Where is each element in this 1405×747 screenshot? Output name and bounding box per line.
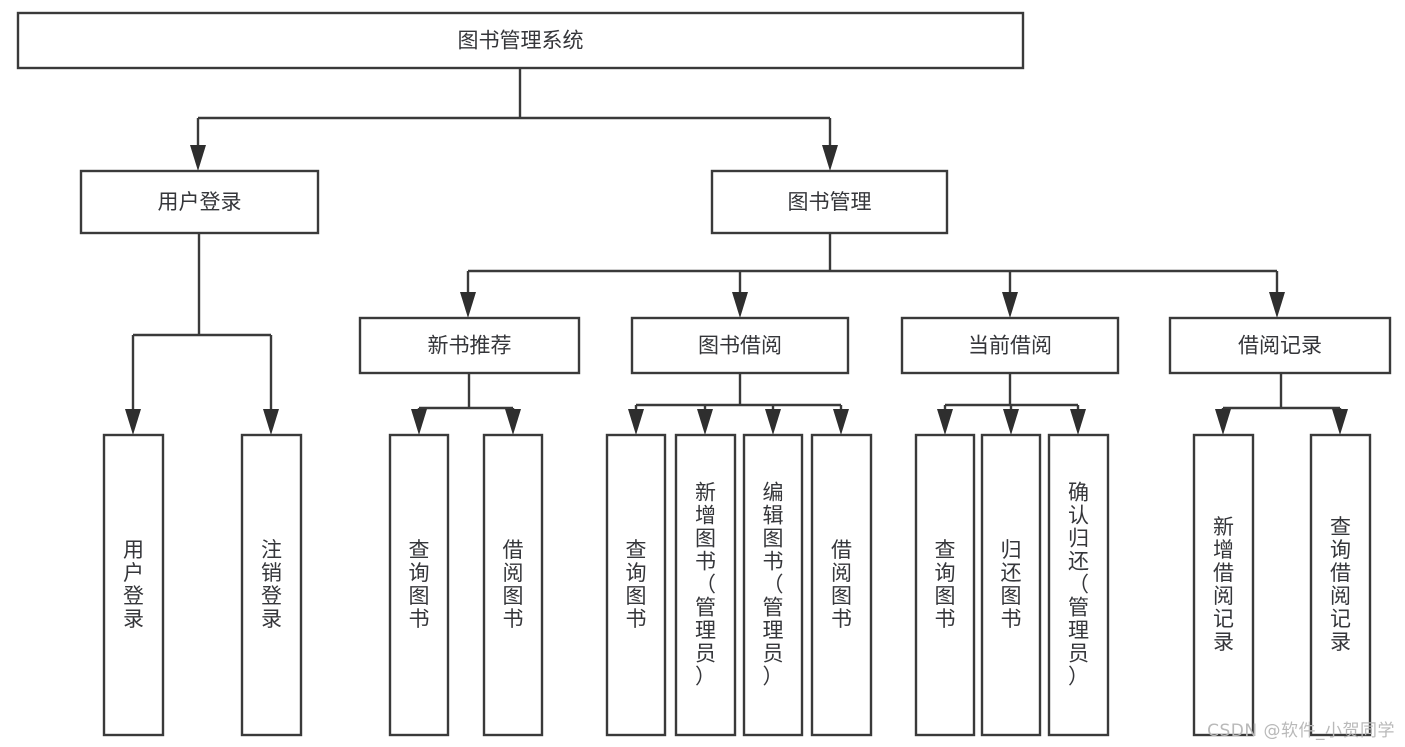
node-label: 借阅记录 — [1238, 334, 1322, 358]
node-label: 注销登录 — [261, 538, 282, 631]
arrow-head-icon — [1002, 292, 1018, 318]
node-label: 借阅图书 — [503, 538, 524, 631]
node-root[interactable]: 图书管理系统 — [16, 11, 1025, 70]
node-leaf-current-confirm[interactable]: 确认归还（管理员） — [1047, 433, 1110, 737]
arrow-head-icon — [765, 409, 781, 435]
node-box[interactable] — [1047, 433, 1110, 737]
node-leaf-current-return[interactable]: 归还图书 — [980, 433, 1042, 737]
connector-login — [125, 233, 279, 435]
node-box[interactable] — [102, 433, 165, 737]
node-label: 查询图书 — [935, 538, 956, 631]
connector-bookmgmt — [460, 233, 1285, 318]
node-label: 图书管理 — [788, 190, 872, 214]
connector-layer — [125, 68, 1348, 435]
node-box[interactable] — [630, 316, 850, 375]
arrow-head-icon — [822, 145, 838, 171]
node-borrow[interactable]: 图书借阅 — [630, 316, 850, 375]
node-leaf-current-query[interactable]: 查询图书 — [914, 433, 976, 737]
csdn-watermark: CSDN @软件_小贺同学 — [1207, 721, 1395, 741]
node-leaf-user-login[interactable]: 用户登录 — [102, 433, 165, 737]
node-box[interactable] — [605, 433, 667, 737]
connector-records — [1215, 373, 1348, 435]
node-label: 新增借阅记录 — [1213, 515, 1234, 654]
arrow-head-icon — [263, 409, 279, 435]
node-box[interactable] — [742, 433, 804, 737]
node-label: 编辑图书（管理员） — [763, 480, 784, 688]
arrow-head-icon — [697, 409, 713, 435]
node-login[interactable]: 用户登录 — [79, 169, 320, 235]
node-label: 图书借阅 — [698, 334, 782, 358]
node-box[interactable] — [1309, 433, 1372, 737]
arrow-head-icon — [732, 292, 748, 318]
arrow-head-icon — [505, 409, 521, 435]
connector-root — [190, 68, 838, 171]
node-label: 确认归还（管理员） — [1068, 480, 1089, 688]
arrow-head-icon — [937, 409, 953, 435]
node-box[interactable] — [900, 316, 1120, 375]
arrow-head-icon — [1332, 409, 1348, 435]
connector-current — [937, 373, 1086, 435]
node-label: 归还图书 — [1001, 538, 1022, 631]
node-leaf-user-logout[interactable]: 注销登录 — [240, 433, 303, 737]
arrow-head-icon — [1215, 409, 1231, 435]
node-label: 查询借阅记录 — [1330, 515, 1351, 654]
node-box[interactable] — [388, 433, 450, 737]
arrow-head-icon — [1003, 409, 1019, 435]
node-label: 用户登录 — [158, 190, 242, 214]
arrow-head-icon — [1269, 292, 1285, 318]
node-layer: 图书管理系统用户登录图书管理新书推荐图书借阅当前借阅借阅记录用户登录注销登录查询… — [16, 11, 1392, 737]
node-box[interactable] — [674, 433, 737, 737]
node-label: 新增图书（管理员） — [695, 480, 716, 688]
node-leaf-new-borrow[interactable]: 借阅图书 — [482, 433, 544, 737]
node-leaf-record-add[interactable]: 新增借阅记录 — [1192, 433, 1255, 737]
node-leaf-borrow-lend[interactable]: 借阅图书 — [810, 433, 873, 737]
node-leaf-borrow-edit[interactable]: 编辑图书（管理员） — [742, 433, 804, 737]
node-newbook[interactable]: 新书推荐 — [358, 316, 581, 375]
node-box[interactable] — [810, 433, 873, 737]
node-label: 查询图书 — [409, 538, 430, 631]
connector-newbook — [411, 373, 521, 435]
node-label: 借阅图书 — [831, 538, 852, 631]
node-box[interactable] — [1168, 316, 1392, 375]
arrow-head-icon — [411, 409, 427, 435]
node-box[interactable] — [482, 433, 544, 737]
arrow-head-icon — [628, 409, 644, 435]
node-leaf-new-query[interactable]: 查询图书 — [388, 433, 450, 737]
arrow-head-icon — [1070, 409, 1086, 435]
node-label: 图书管理系统 — [458, 29, 584, 53]
node-leaf-borrow-add[interactable]: 新增图书（管理员） — [674, 433, 737, 737]
node-box[interactable] — [240, 433, 303, 737]
node-records[interactable]: 借阅记录 — [1168, 316, 1392, 375]
node-leaf-record-query[interactable]: 查询借阅记录 — [1309, 433, 1372, 737]
node-box[interactable] — [79, 169, 320, 235]
node-box[interactable] — [980, 433, 1042, 737]
arrow-head-icon — [460, 292, 476, 318]
node-box[interactable] — [1192, 433, 1255, 737]
node-box[interactable] — [358, 316, 581, 375]
node-label: 用户登录 — [123, 538, 144, 631]
arrow-head-icon — [190, 145, 206, 171]
node-current[interactable]: 当前借阅 — [900, 316, 1120, 375]
node-label: 查询图书 — [626, 538, 647, 631]
node-bookmgmt[interactable]: 图书管理 — [710, 169, 949, 235]
node-box[interactable] — [914, 433, 976, 737]
connector-borrow — [628, 373, 849, 435]
node-box[interactable] — [16, 11, 1025, 70]
node-label: 当前借阅 — [968, 334, 1052, 358]
arrow-head-icon — [833, 409, 849, 435]
node-box[interactable] — [710, 169, 949, 235]
node-label: 新书推荐 — [428, 334, 512, 358]
arrow-head-icon — [125, 409, 141, 435]
node-leaf-borrow-query[interactable]: 查询图书 — [605, 433, 667, 737]
